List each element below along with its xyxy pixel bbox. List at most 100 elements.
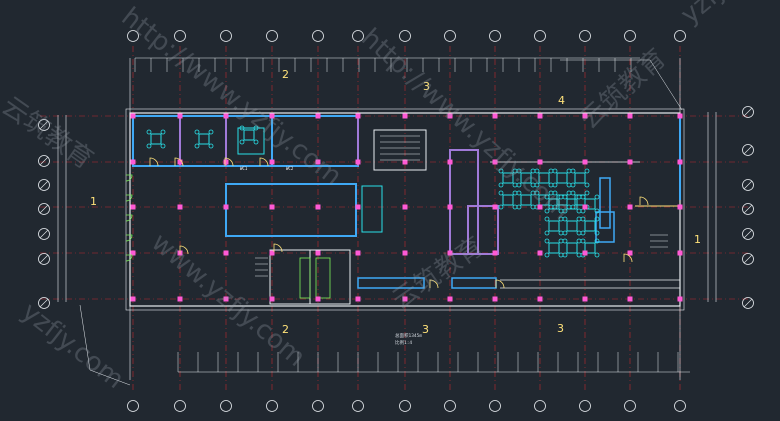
- chair: [498, 168, 504, 174]
- toilet-cubicles: [299, 257, 311, 299]
- axis-bubble-slash: [39, 180, 49, 190]
- chair: [516, 182, 522, 188]
- table-top: [520, 194, 532, 206]
- table-top: [566, 242, 578, 254]
- table-top: [548, 198, 560, 210]
- door-swing: [639, 196, 649, 206]
- axis-bubble-bottom: [489, 400, 501, 412]
- column: [355, 159, 361, 165]
- door-swing: [495, 279, 505, 289]
- central-room: [225, 183, 357, 237]
- toilet-cubicles-2: [315, 257, 331, 299]
- column: [223, 250, 229, 256]
- column: [582, 296, 588, 302]
- axis-bubble-slash: [743, 145, 753, 155]
- axis-bubble-top: [489, 30, 501, 42]
- axis-bubble-left: [38, 155, 50, 167]
- table-top: [243, 129, 255, 141]
- column: [492, 204, 498, 210]
- column: [355, 296, 361, 302]
- column: [130, 250, 136, 256]
- chair: [516, 204, 522, 210]
- axis-bubble-top: [266, 30, 278, 42]
- chair: [594, 252, 600, 258]
- axis-bubble-bottom: [220, 400, 232, 412]
- column: [402, 159, 408, 165]
- column: [355, 250, 361, 256]
- axis-bubble-right: [742, 144, 754, 156]
- chair: [594, 208, 600, 214]
- column: [269, 204, 275, 210]
- column: [402, 204, 408, 210]
- column: [355, 113, 361, 119]
- table-top: [502, 194, 514, 206]
- table-top: [566, 198, 578, 210]
- axis-bubble-slash: [39, 120, 49, 130]
- room-tag-wc2: WC2: [286, 166, 294, 171]
- column: [223, 159, 229, 165]
- table-top: [584, 242, 596, 254]
- bottom-counter: [357, 277, 425, 289]
- table-top: [574, 172, 586, 184]
- building-outline-outer: [125, 108, 685, 311]
- chair: [146, 129, 152, 135]
- chair: [544, 216, 550, 222]
- column: [627, 159, 633, 165]
- column: [402, 113, 408, 119]
- chair: [594, 238, 600, 244]
- chair: [160, 129, 166, 135]
- axis-bubble-slash: [39, 156, 49, 166]
- room-tag-wc1: WC1: [240, 166, 248, 171]
- chair: [160, 143, 166, 149]
- chair: [552, 168, 558, 174]
- chair: [562, 252, 568, 258]
- chair: [570, 182, 576, 188]
- meeting-table: [146, 129, 166, 149]
- axis-bubble-slash: [743, 107, 753, 117]
- axis-bubble-top: [352, 30, 364, 42]
- scale-note: 比例1:4: [395, 339, 412, 346]
- axis-bubble-bottom: [352, 400, 364, 412]
- axis-bubble-left: [38, 179, 50, 191]
- column: [177, 113, 183, 119]
- axis-bubble-left: [38, 203, 50, 215]
- axis-bubble-bottom: [624, 400, 636, 412]
- zone-label-left: 1: [90, 195, 97, 208]
- door-swing: [259, 157, 269, 167]
- road-curve-bottom: [79, 304, 131, 386]
- axis-bubble-slash: [39, 204, 49, 214]
- column: [315, 159, 321, 165]
- axis-bubble-slash: [743, 204, 753, 214]
- dining-table-set: [552, 168, 572, 188]
- table-top: [150, 133, 162, 145]
- column: [627, 204, 633, 210]
- entrance-door: [125, 234, 133, 242]
- column: [677, 113, 683, 119]
- doors: [125, 157, 649, 289]
- chair: [498, 182, 504, 188]
- dining-table-set: [534, 168, 554, 188]
- door-swing: [174, 157, 184, 167]
- column: [677, 296, 683, 302]
- column: [537, 250, 543, 256]
- chair: [544, 238, 550, 244]
- conference-table: [237, 127, 265, 155]
- chair: [580, 194, 586, 200]
- column: [223, 296, 229, 302]
- axis-bubble-slash: [39, 229, 49, 239]
- zone-label-top-left: 2: [282, 68, 289, 81]
- column: [677, 159, 683, 165]
- chair: [208, 143, 214, 149]
- chair: [584, 182, 590, 188]
- column: [223, 113, 229, 119]
- axis-bubble-right: [742, 297, 754, 309]
- column: [130, 159, 136, 165]
- axis-bubbles: [38, 30, 754, 412]
- table-top: [198, 133, 210, 145]
- axis-bubble-bottom: [127, 400, 139, 412]
- chair: [516, 190, 522, 196]
- axis-bubble-slash: [743, 298, 753, 308]
- chair: [584, 190, 590, 196]
- column: [627, 296, 633, 302]
